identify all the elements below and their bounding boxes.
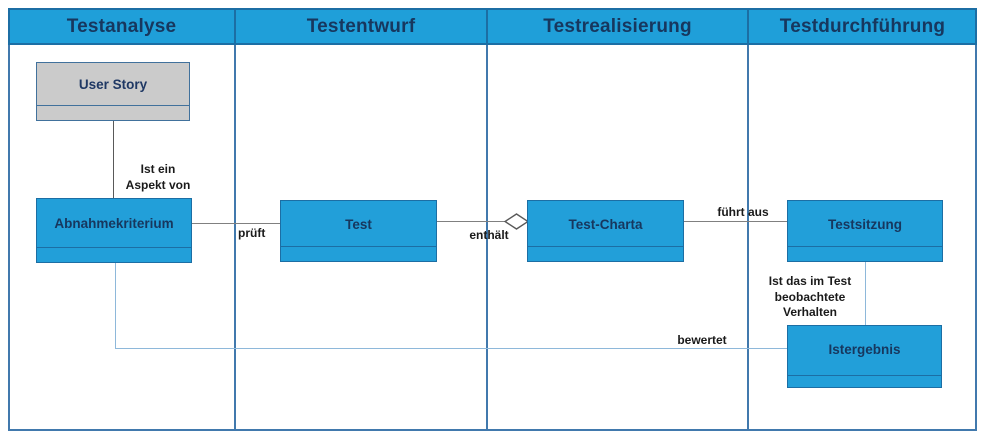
connector-bewertet-vertical [115, 263, 116, 348]
connector-testsitzung-istergebnis [865, 262, 866, 325]
lane-header-divider [486, 8, 488, 45]
lane-header-testanalyse: Testanalyse [8, 8, 235, 45]
lane-header-label: Testanalyse [66, 15, 177, 37]
lane-divider-line [747, 45, 749, 431]
edge-label-bewertet: bewertet [677, 333, 727, 347]
lane-divider-line [486, 45, 488, 431]
node-test: Test [280, 200, 437, 262]
connector-testcharta-testsitzung [684, 221, 787, 222]
edge-label-enthaelt: enthält [469, 228, 509, 242]
connector-bewertet-horizontal [115, 348, 787, 349]
node-istergebnis: Istergebnis [787, 325, 942, 388]
edge-label-ist-ein-aspekt-von: Ist ein Aspekt von [125, 162, 191, 192]
lane-header-testdurchfuehrung: Testdurchführung [748, 8, 977, 45]
node-label: User Story [78, 77, 148, 92]
connector-userstory-abnahmekriterium [113, 121, 114, 198]
node-label: Test [345, 216, 372, 232]
lane-header-left-border [8, 8, 10, 45]
node-label: Istergebnis [828, 342, 901, 357]
node-compartment-divider [788, 246, 942, 247]
edge-label-prueft: prüft [238, 226, 266, 240]
node-compartment-divider [528, 246, 683, 247]
node-compartment-divider [281, 246, 436, 247]
lane-header-label: Testentwurf [306, 15, 416, 37]
lane-header-right-border [975, 8, 977, 45]
node-testsitzung: Testsitzung [787, 200, 943, 262]
edge-label-verhalten: Ist das im Test beobachtete Verhalten [768, 274, 852, 319]
node-label: Test-Charta [568, 216, 643, 232]
connector-test-testcharta [437, 221, 506, 222]
node-compartment-divider [37, 105, 189, 106]
node-user-story: User Story [36, 62, 190, 121]
node-compartment-divider [788, 375, 941, 376]
node-abnahmekriterium: Abnahmekriterium [36, 198, 192, 263]
connector-abnahmekriterium-test [192, 223, 280, 224]
node-compartment-divider [37, 247, 191, 248]
node-test-charta: Test-Charta [527, 200, 684, 262]
lane-header-label: Testdurchführung [779, 15, 946, 37]
diagram-body-frame [8, 45, 977, 431]
lane-header-label: Testrealisierung [543, 15, 692, 37]
lane-divider-line [234, 45, 236, 431]
edge-label-fuehrt-aus: führt aus [717, 205, 769, 219]
aggregation-diamond-icon [504, 213, 529, 230]
node-label: Abnahmekriterium [54, 216, 174, 231]
lane-header-testentwurf: Testentwurf [235, 8, 487, 45]
node-label: Testsitzung [828, 216, 902, 232]
lane-header-divider [747, 8, 749, 45]
lane-header-divider [234, 8, 236, 45]
lane-header-testrealisierung: Testrealisierung [487, 8, 748, 45]
